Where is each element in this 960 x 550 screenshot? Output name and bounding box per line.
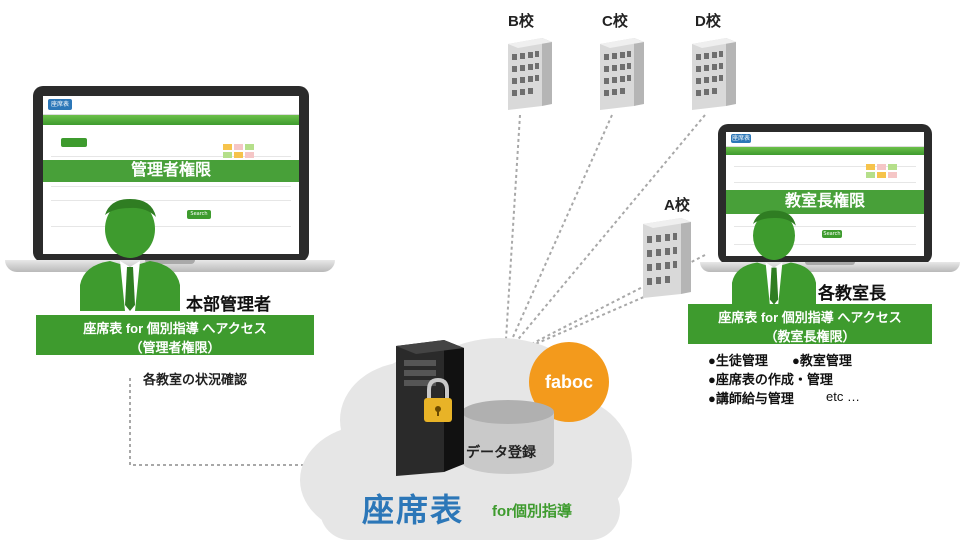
feature-classroom-management: ●教室管理 [792,353,852,368]
admin-laptop-base [5,260,335,272]
manager-role-label: 各教室長 [818,284,886,303]
admin-permission-band: 管理者権限 [43,160,299,182]
admin-app-screen: 座席表 Search 管理者権限 [43,96,299,254]
admin-role-label: 本部管理者 [186,295,271,314]
app-nav-bar [726,147,924,155]
database-label: データ登録 [466,444,536,460]
manager-person-icon [732,210,816,305]
admin-app-action-button [61,138,87,147]
building-d-icon [692,38,736,110]
admin-laptop-frame: 座席表 Search 管理者権限 [33,86,309,262]
building-c-icon [600,38,644,110]
admin-access-line2: （管理者権限） [129,340,221,355]
manager-laptop: 座席表 Search 教室長権限 [700,124,960,274]
server-icon [396,340,464,476]
admin-note: 各教室の状況確認 [143,372,248,387]
database-icon [462,400,554,474]
admin-search-button: Search [187,210,211,219]
school-label-d: D校 [695,13,721,30]
feature-etc: etc … [826,389,860,404]
school-label-a: A校 [664,197,690,214]
brand-logo-main: 座席表 [362,492,465,528]
brand-logo-sub: for個別指導 [492,503,572,520]
feature-student-management: ●生徒管理 [708,353,768,368]
admin-person-icon [80,199,180,311]
app-logo: 座席表 [48,99,72,110]
manager-laptop-frame: 座席表 Search 教室長権限 [718,124,932,264]
feature-payroll: ●講師給与管理 [708,391,794,406]
manager-app-screen: 座席表 Search 教室長権限 [726,132,924,256]
app-logo: 座席表 [731,134,751,143]
manager-permission-band: 教室長権限 [726,190,924,214]
school-label-c: C校 [602,13,628,30]
building-b-icon [508,38,552,110]
school-label-b: B校 [508,13,534,30]
building-a-icon [643,218,691,298]
app-nav-bar [43,115,299,125]
manager-search-button: Search [822,230,842,238]
manager-access-box: 座席表 for 個別指導 へアクセス （教室長権限） [688,304,932,344]
admin-access-box: 座席表 for 個別指導 へアクセス （管理者権限） [36,315,314,355]
lock-icon [424,377,452,422]
feature-seat-chart: ●座席表の作成・管理 [708,372,833,387]
admin-laptop: 座席表 Search 管理者権限 [5,86,335,276]
manager-access-line2: （教室長権限） [764,329,856,344]
manager-access-line1: 座席表 for 個別指導 へアクセス [718,310,902,325]
admin-access-line1: 座席表 for 個別指導 へアクセス [83,321,267,336]
manager-laptop-base [700,262,960,272]
